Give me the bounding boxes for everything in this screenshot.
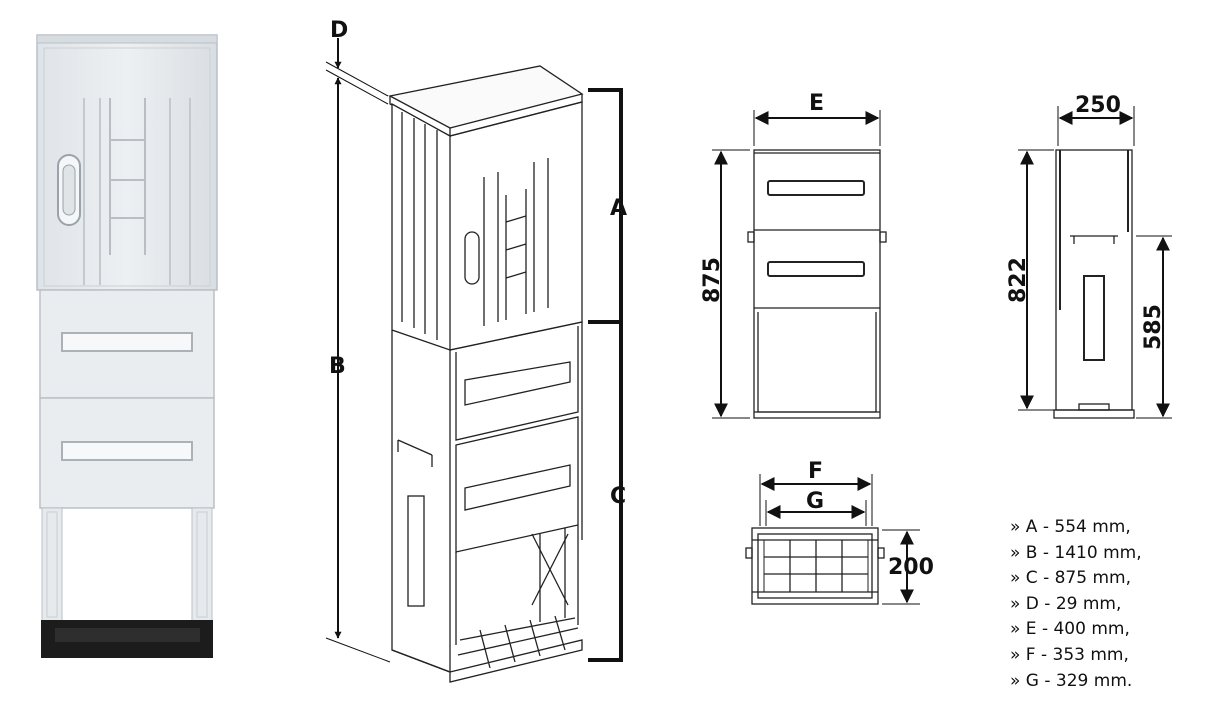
base-view-dimensions: [759, 474, 920, 605]
dim-label-200: 200: [888, 555, 934, 580]
dim-label-250: 250: [1075, 93, 1121, 118]
dimension-specification-list: » A - 554 mm, » B - 1410 mm, » C - 875 m…: [1010, 515, 1142, 694]
cabinet-photo: [36, 34, 218, 658]
front-view-drawing: [747, 149, 887, 419]
dim-label-f: F: [808, 459, 823, 484]
spec-f: » F - 353 mm,: [1010, 644, 1129, 665]
dim-label-d: D: [330, 18, 348, 43]
side-view-drawing: [1053, 149, 1135, 419]
dim-label-b: B: [329, 354, 346, 379]
spec-b: » B - 1410 mm,: [1010, 542, 1142, 563]
base-view-drawing: [745, 527, 885, 605]
front-view-dimensions: [712, 110, 881, 419]
dim-label-g: G: [806, 489, 824, 514]
dim-label-a: A: [610, 196, 627, 221]
spec-g: » G - 329 mm.: [1010, 670, 1133, 691]
spec-d: » D - 29 mm,: [1010, 593, 1122, 614]
dim-label-875: 875: [700, 257, 725, 303]
isometric-dimensions: [325, 38, 623, 663]
cabinet-isometric-drawing: [388, 65, 584, 683]
dim-label-e: E: [809, 91, 824, 116]
dim-label-c: C: [610, 484, 626, 509]
side-view-dimensions: [1018, 106, 1172, 419]
dim-label-822: 822: [1006, 257, 1031, 303]
spec-c: » C - 875 mm,: [1010, 568, 1131, 589]
spec-a: » A - 554 mm,: [1010, 517, 1131, 537]
dim-label-585: 585: [1141, 304, 1166, 350]
spec-e: » E - 400 mm,: [1010, 619, 1130, 640]
